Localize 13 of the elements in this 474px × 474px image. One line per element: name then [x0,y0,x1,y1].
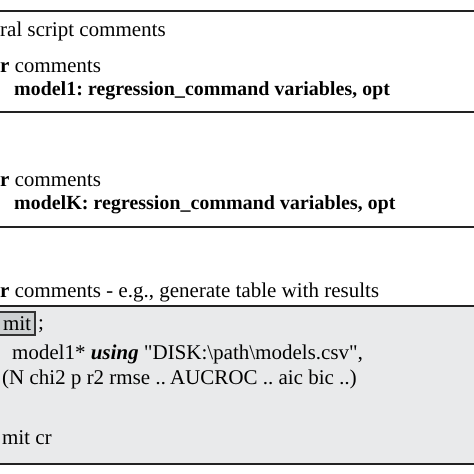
text-line: model1* using "DISK:\path\models.csv", [12,342,363,363]
section-box [0,10,474,113]
text-line: ral script comments [0,19,166,40]
highlight-box: mit [0,311,36,336]
text-line: r comments [0,169,101,190]
code-panel [0,305,474,465]
text-line: (N chi2 p r2 rmse .. AUCROC .. aic bic ..) [2,367,357,388]
comment-text: r comments - e.g., generate table with results [0,280,380,301]
semicolon: ; [38,312,44,333]
text-line: model1: regression_command variables, opt [14,79,390,99]
text-line: r comments [0,55,101,76]
text-line: mit cr [2,427,52,448]
text-line: modelK: regression_command variables, opt [14,193,396,213]
